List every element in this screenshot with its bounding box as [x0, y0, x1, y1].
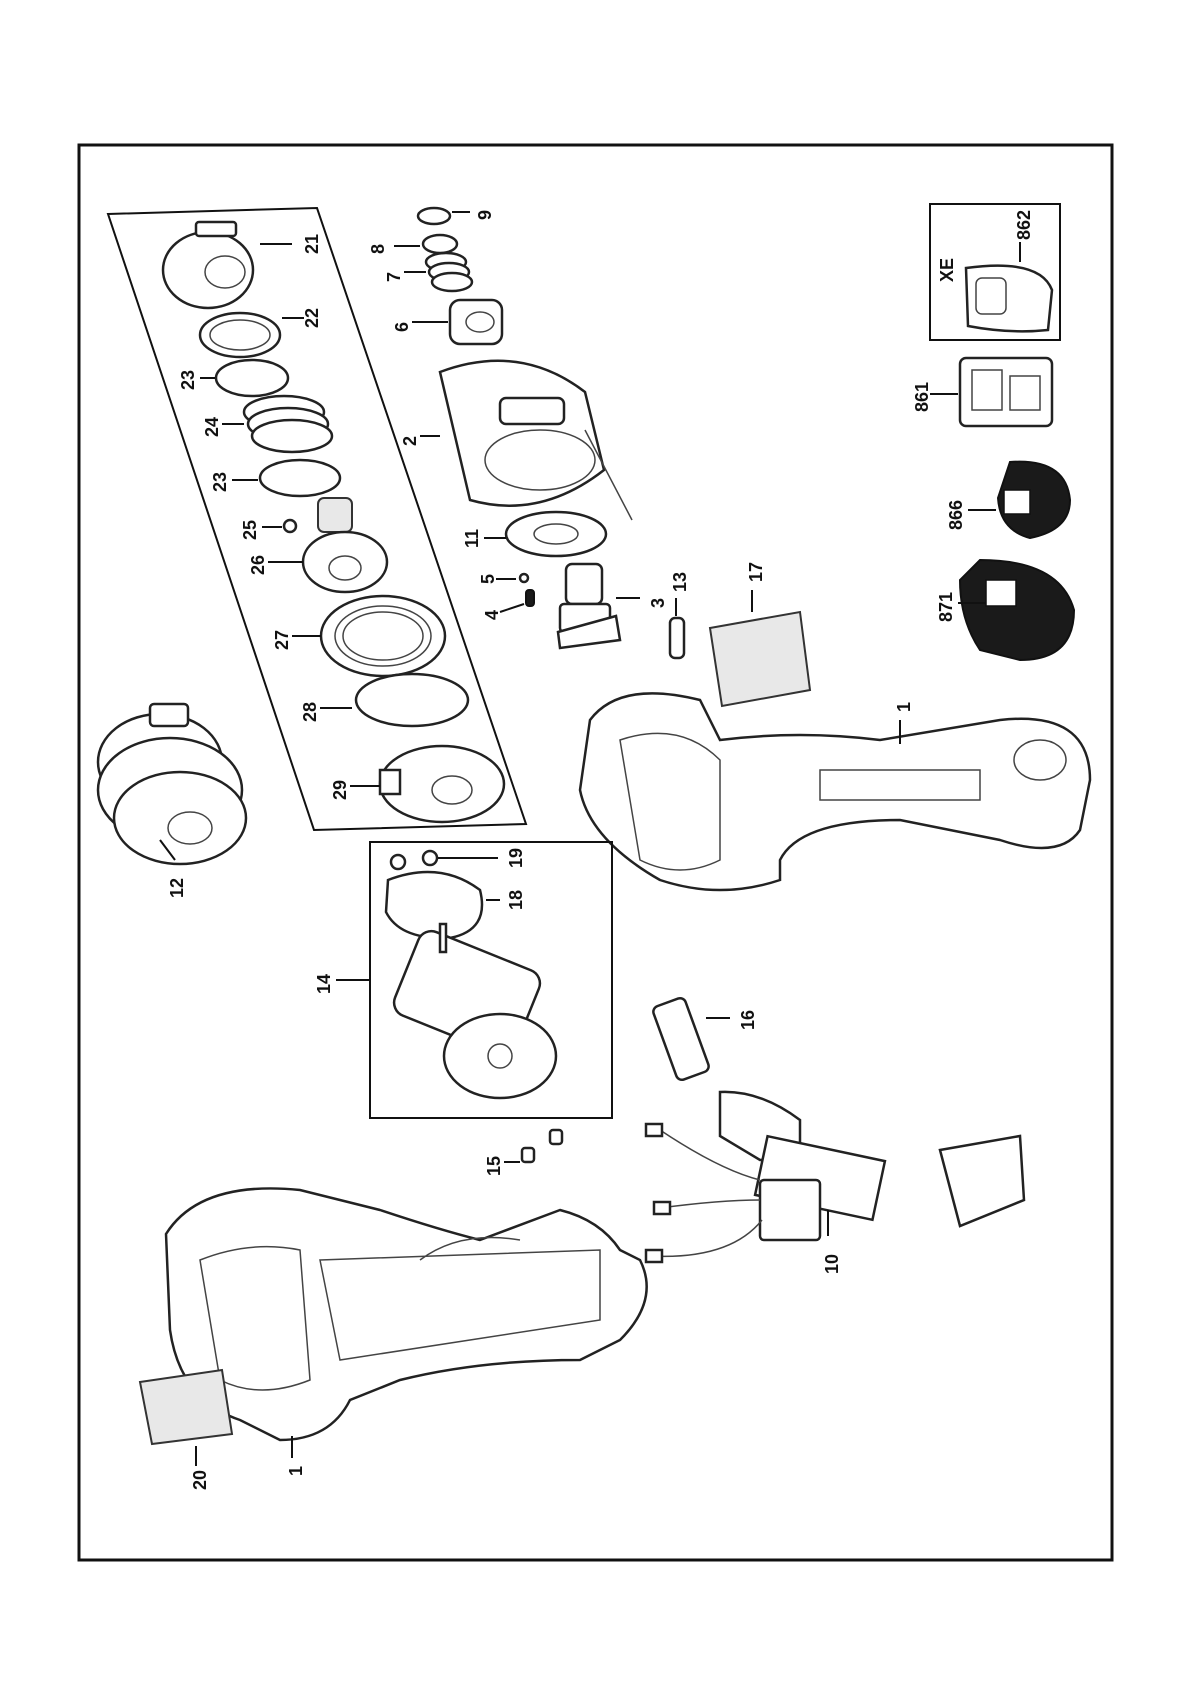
label-7: 7 — [384, 272, 404, 282]
part-22-bearing — [198, 311, 282, 359]
part-4-pin — [525, 589, 535, 607]
label-862: 862 — [1014, 210, 1034, 240]
label-12: 12 — [167, 878, 187, 898]
label-26: 26 — [248, 555, 268, 575]
label-4: 4 — [482, 610, 502, 620]
label-19: 19 — [506, 848, 526, 868]
part-1-housing-right — [578, 692, 1092, 892]
part-9-ring — [416, 206, 452, 226]
label-5: 5 — [478, 574, 498, 584]
label-27: 27 — [272, 630, 292, 650]
label-2: 2 — [400, 436, 420, 446]
label-24: 24 — [202, 417, 222, 437]
part-28-o-ring — [354, 672, 470, 728]
part-12-gear-case — [96, 702, 248, 866]
xe-charger-box — [929, 203, 1061, 341]
part-16-switch-lock — [652, 996, 710, 1082]
part-27-ring-gear — [319, 594, 447, 678]
label-23a: 23 — [178, 370, 198, 390]
part-862-charger — [964, 264, 1054, 333]
label-14: 14 — [314, 974, 334, 994]
part-866-battery — [996, 460, 1072, 540]
label-xe: XE — [937, 258, 957, 282]
label-15: 15 — [484, 1156, 504, 1176]
part-24-spring — [242, 394, 334, 454]
part-1-housing-left — [164, 1187, 648, 1442]
part-25-ball — [282, 518, 298, 534]
label-866: 866 — [946, 500, 966, 530]
gear-assembly-box — [106, 206, 528, 832]
label-10: 10 — [822, 1254, 842, 1274]
part-13-pin — [668, 616, 686, 660]
part-14-motor — [392, 922, 558, 1100]
part-19-screws — [389, 849, 439, 871]
part-7-spring — [424, 251, 474, 293]
label-23b: 23 — [210, 472, 230, 492]
label-22: 22 — [302, 308, 322, 328]
part-21-housing — [161, 220, 255, 310]
label-13: 13 — [670, 572, 690, 592]
part-26-hammer — [301, 497, 389, 594]
label-861: 861 — [912, 382, 932, 412]
part-5-ball — [518, 572, 530, 584]
part-2-hammer-case — [438, 359, 633, 521]
part-6-sleeve — [448, 298, 504, 346]
part-20-label — [138, 1368, 234, 1446]
part-3-anvil — [556, 562, 622, 650]
part-29-gear-plate — [378, 744, 506, 824]
label-1b: 1 — [894, 702, 914, 712]
label-3: 3 — [648, 598, 668, 608]
label-29: 29 — [330, 780, 350, 800]
part-11-washer — [504, 510, 608, 558]
part-23-washer-2 — [258, 458, 342, 498]
part-18-motor-bracket — [384, 870, 484, 940]
page-border — [77, 143, 1114, 1562]
part-10-switch — [644, 1090, 1026, 1264]
label-25: 25 — [240, 520, 260, 540]
label-17: 17 — [746, 562, 766, 582]
label-9: 9 — [475, 210, 495, 220]
part-15-screws — [520, 1128, 564, 1164]
label-1a: 1 — [286, 1466, 306, 1476]
label-21: 21 — [302, 234, 322, 254]
part-871-battery — [958, 558, 1076, 662]
part-17-label — [708, 610, 812, 708]
label-16: 16 — [738, 1010, 758, 1030]
label-28: 28 — [300, 702, 320, 722]
label-11: 11 — [462, 529, 482, 548]
label-8: 8 — [368, 244, 388, 254]
part-23-washer — [214, 358, 290, 398]
part-861-battery-adapter — [958, 356, 1054, 428]
part-8-ring — [421, 233, 459, 255]
label-18: 18 — [506, 890, 526, 910]
label-20: 20 — [190, 1470, 210, 1490]
label-871: 871 — [936, 592, 956, 622]
label-6: 6 — [392, 322, 412, 332]
